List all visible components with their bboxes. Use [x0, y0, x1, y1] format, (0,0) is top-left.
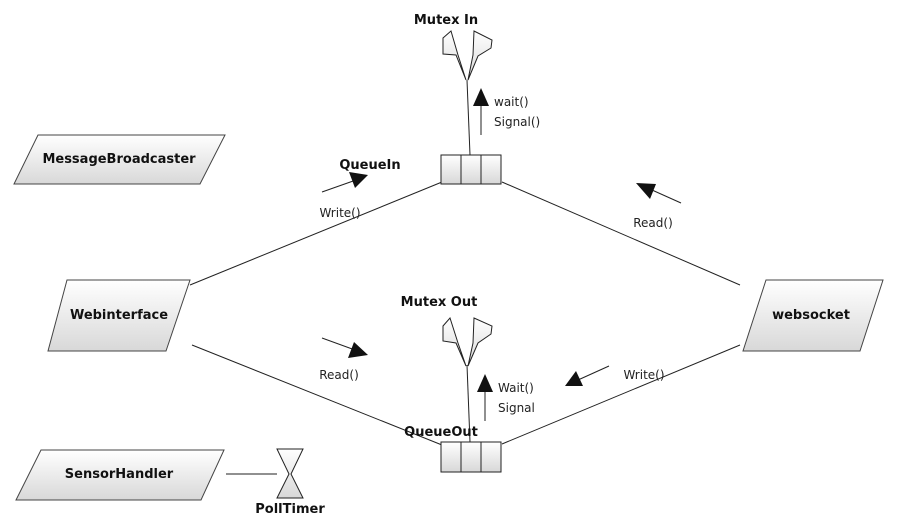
arrow-write-in-icon — [321, 172, 368, 193]
queue-in-label: QueueIn — [339, 158, 400, 173]
poll-timer-label: PollTimer — [255, 502, 325, 517]
websocket-label: websocket — [772, 308, 850, 323]
edge-queuein-mutexin — [466, 79, 471, 156]
edge-webinterface-queueout — [191, 344, 443, 446]
mutex-in-node[interactable]: Mutex In — [414, 13, 493, 81]
mutex-out-signal-label: Signal — [498, 401, 535, 415]
arrow-write-out-icon — [565, 365, 610, 386]
edge-queueout-mutexout — [466, 364, 471, 443]
message-broadcaster-node[interactable]: MessageBroadcaster — [13, 134, 226, 185]
webinterface-node[interactable]: Webinterface — [47, 279, 191, 352]
arrow-read-in-icon — [636, 183, 682, 204]
mutex-in-left-flag-icon — [442, 30, 467, 81]
edge-webinterface-queuein — [189, 181, 443, 286]
mutex-in-label: Mutex In — [414, 13, 478, 28]
arrow-read-out-icon — [321, 337, 368, 358]
mutex-out-wait-label: Wait() — [498, 381, 534, 395]
message-broadcaster-label: MessageBroadcaster — [42, 152, 196, 167]
mutex-out-left-flag-icon — [442, 317, 467, 367]
edge-queuein-websocket — [501, 181, 741, 286]
mutex-in-right-flag-icon — [467, 30, 493, 81]
mutex-in-signal-label: Signal() — [494, 115, 540, 129]
queue-out-label: QueueOut — [404, 425, 478, 440]
arrow-mutex-out-icon — [477, 374, 493, 421]
queue-out-node[interactable]: QueueOut — [404, 425, 502, 473]
sensor-handler-label: SensorHandler — [65, 467, 174, 482]
write-out-label: Write() — [623, 368, 664, 382]
mutex-out-right-flag-icon — [467, 317, 493, 367]
read-in-label: Read() — [633, 216, 673, 230]
mutex-in-wait-label: wait() — [494, 95, 529, 109]
arrow-mutex-in-icon — [473, 88, 489, 135]
webinterface-label: Webinterface — [70, 308, 168, 323]
mutex-out-label: Mutex Out — [401, 295, 478, 310]
write-in-label: Write() — [319, 206, 360, 220]
websocket-node[interactable]: websocket — [742, 279, 884, 352]
sensor-handler-node[interactable]: SensorHandler — [15, 449, 225, 501]
poll-timer-node[interactable]: PollTimer — [255, 448, 325, 517]
edge-queueout-websocket — [501, 344, 741, 445]
hourglass-icon — [276, 448, 304, 499]
read-out-label: Read() — [319, 368, 359, 382]
queue-in-node[interactable]: QueueIn — [339, 154, 502, 185]
mutex-out-node[interactable]: Mutex Out — [401, 295, 493, 367]
